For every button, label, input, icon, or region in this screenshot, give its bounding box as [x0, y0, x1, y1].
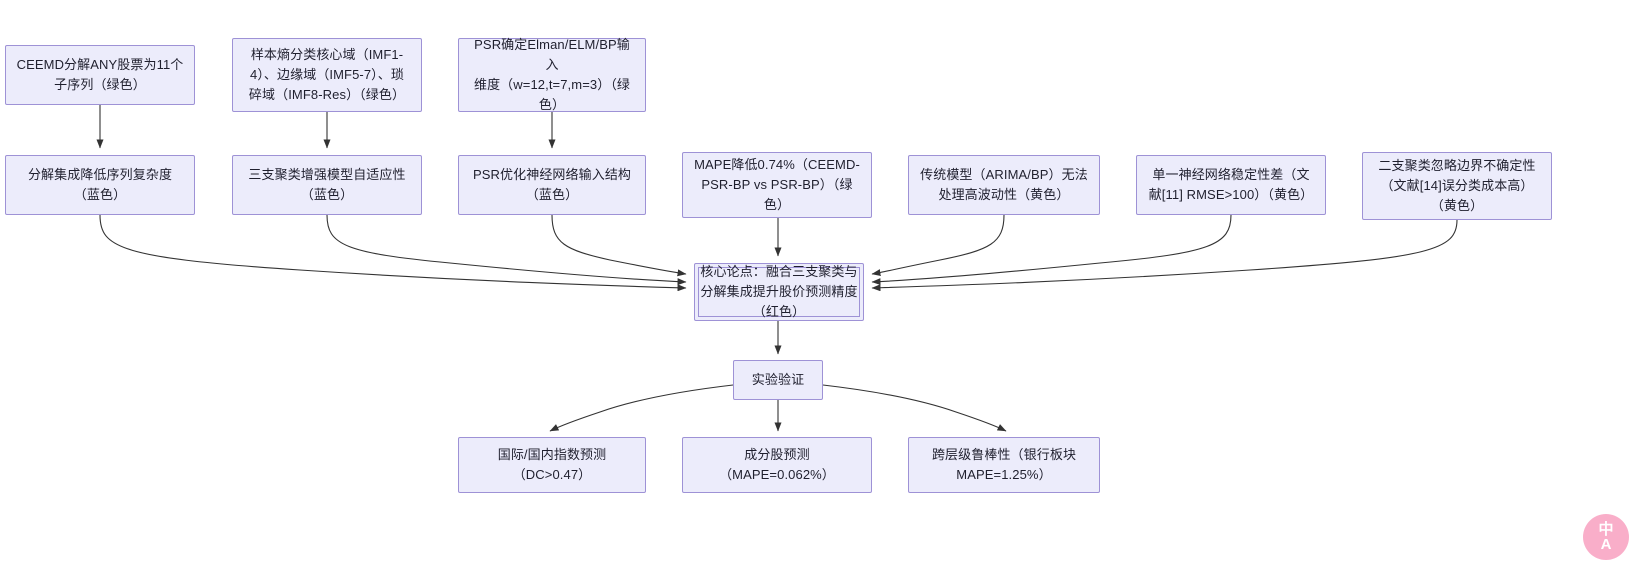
node-label: 二支聚类忽略边界不确定性 （文献[14]误分类成本高） （黄色）: [1378, 157, 1536, 214]
node-label: PSR确定Elman/ELM/BP输入 维度（w=12,t=7,m=3）（绿 色…: [473, 36, 631, 113]
node-label: 核心论点：融合三支聚类与 分解集成提升股价预测精度 （红色）: [700, 263, 858, 320]
node-n3[interactable]: PSR确定Elman/ELM/BP输入 维度（w=12,t=7,m=3）（绿 色…: [458, 37, 646, 112]
edge-n10-to-core: [871, 219, 1458, 292]
node-n1[interactable]: CEEMD分解ANY股票为11个 子序列（绿色）: [5, 45, 195, 105]
watermark-line2: A: [1600, 536, 1612, 553]
node-label: MAPE降低0.74%（CEEMD- PSR-BP vs PSR-BP）（绿 色…: [694, 156, 860, 213]
node-n13[interactable]: 成分股预测 （MAPE=0.062%）: [682, 437, 872, 493]
node-n6[interactable]: PSR优化神经网络输入结构 （蓝色）: [458, 155, 646, 215]
node-n10[interactable]: 二支聚类忽略边界不确定性 （文献[14]误分类成本高） （黄色）: [1362, 152, 1552, 220]
node-n8[interactable]: 传统模型（ARIMA/BP）无法 处理高波动性（黄色）: [908, 155, 1100, 215]
edge-n8-to-core: [871, 214, 1005, 277]
edge-n9-to-core: [871, 214, 1232, 286]
edge-n5-to-core: [326, 214, 687, 286]
node-n12[interactable]: 国际/国内指数预测 （DC>0.47）: [458, 437, 646, 493]
node-label: 实验验证: [751, 371, 805, 387]
node-inner-border: 核心论点：融合三支聚类与 分解集成提升股价预测精度 （红色）: [698, 264, 860, 319]
node-label: 分解集成降低序列复杂度 （蓝色）: [27, 166, 173, 202]
node-core[interactable]: 核心论点：融合三支聚类与 分解集成提升股价预测精度 （红色）: [694, 263, 864, 321]
node-n9[interactable]: 单一神经网络稳定性差（文 献[11] RMSE>100）（黄色）: [1136, 155, 1326, 215]
node-label: 样本熵分类核心域（IMF1- 4）、边缘域（IMF5-7）、琐 碎域（IMF8-…: [248, 46, 406, 103]
node-n11[interactable]: 实验验证: [733, 360, 823, 400]
edge-n11-to-n12: [549, 384, 734, 432]
node-label: 跨层级鲁棒性（银行板块 MAPE=1.25%）: [931, 446, 1077, 482]
node-label: CEEMD分解ANY股票为11个 子序列（绿色）: [16, 56, 184, 92]
node-label: 单一神经网络稳定性差（文 献[11] RMSE>100）（黄色）: [1148, 166, 1314, 202]
node-n14[interactable]: 跨层级鲁棒性（银行板块 MAPE=1.25%）: [908, 437, 1100, 493]
watermark-line1: 中: [1598, 521, 1614, 538]
node-label: PSR优化神经网络输入结构 （蓝色）: [472, 166, 632, 202]
node-label: 国际/国内指数预测 （DC>0.47）: [497, 446, 607, 482]
node-n5[interactable]: 三支聚类增强模型自适应性 （蓝色）: [232, 155, 422, 215]
edge-n6-to-core: [551, 214, 687, 277]
node-label: 三支聚类增强模型自适应性 （蓝色）: [248, 166, 406, 202]
edge-n11-to-n14: [822, 384, 1007, 432]
node-n4[interactable]: 分解集成降低序列复杂度 （蓝色）: [5, 155, 195, 215]
node-n7[interactable]: MAPE降低0.74%（CEEMD- PSR-BP vs PSR-BP）（绿 色…: [682, 152, 872, 218]
node-label: 传统模型（ARIMA/BP）无法 处理高波动性（黄色）: [920, 166, 1088, 202]
node-label: 成分股预测 （MAPE=0.062%）: [719, 446, 835, 482]
node-n2[interactable]: 样本熵分类核心域（IMF1- 4）、边缘域（IMF5-7）、琐 碎域（IMF8-…: [232, 38, 422, 112]
edge-n4-to-core: [99, 214, 687, 292]
